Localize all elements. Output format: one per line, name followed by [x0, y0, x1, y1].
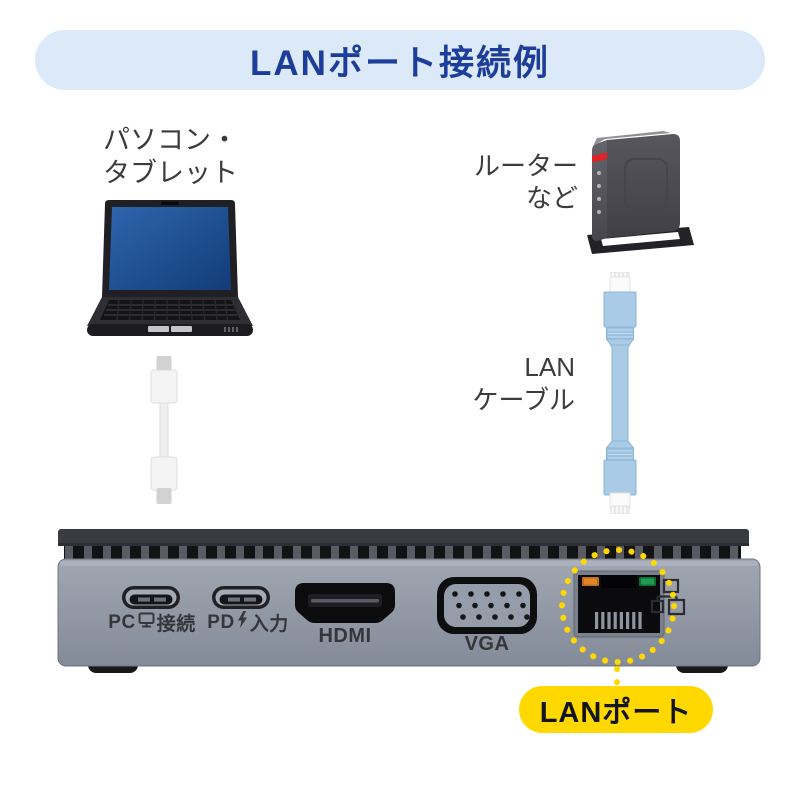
- laptop-illustration: [87, 200, 253, 336]
- router-side-face: [607, 134, 680, 238]
- laptop-label-line1: パソコン・: [103, 125, 238, 155]
- laptop-label-line2: タブレット: [103, 158, 238, 188]
- port-label-pc-post: 接続: [156, 614, 196, 635]
- trackpad-button-right: [171, 326, 192, 332]
- keyboard-rows: [104, 304, 237, 316]
- laptop-side-ports: [224, 327, 238, 332]
- lan-port-callout-label: LANポート: [519, 686, 713, 733]
- usb-c-port-pc: [122, 586, 180, 609]
- hdmi-port: [295, 583, 395, 623]
- usb-c-port-pd: [212, 586, 270, 609]
- lan-cable-label-line1: LAN: [524, 352, 575, 382]
- usb-cable-cord: [159, 402, 169, 460]
- monitor-icon: [138, 612, 155, 634]
- router-red-stripe: [592, 152, 607, 163]
- dock-lid-edge: [58, 543, 749, 546]
- router-panel-outline: [624, 158, 668, 210]
- usb-plug-body-top: [150, 369, 178, 404]
- router-illustration: [587, 131, 694, 254]
- keyboard-columns: [116, 299, 229, 321]
- port-label-pc-pre: PC: [108, 611, 136, 633]
- dock-body-highlight: [60, 561, 758, 566]
- laptop-camera-notch: [161, 201, 179, 205]
- router-front-face: [592, 140, 607, 241]
- laptop-label: パソコン・ タブレット: [103, 124, 238, 190]
- vga-pin-holes: [452, 591, 530, 620]
- trackpad-button-left: [148, 326, 169, 332]
- lan-cable-cord: [611, 344, 629, 442]
- router-led-lights: [597, 171, 601, 214]
- router-label-line2: など: [525, 183, 578, 213]
- laptop-base-lip: [87, 324, 253, 336]
- lan-port: [573, 570, 665, 638]
- vga-port: [437, 577, 537, 634]
- lan-cable-label-line2: ケーブル: [472, 385, 575, 415]
- router-top-bevel: [593, 131, 671, 146]
- usb-c-cable-illustration: [150, 356, 178, 504]
- dock-top-lid: [58, 529, 749, 546]
- port-label-vga: VGA: [464, 633, 510, 655]
- laptop-screen: [109, 207, 231, 290]
- port-label-pd-post: 入力: [249, 614, 289, 635]
- title-banner: LANポート接続例: [35, 30, 765, 90]
- port-label-pd-pre: PD: [207, 611, 235, 633]
- lan-plug-top: [603, 272, 637, 348]
- port-label-hdmi: HDMI: [318, 625, 372, 647]
- lan-cable-illustration: [603, 272, 637, 514]
- usb-plug-body-bottom: [150, 456, 178, 491]
- lan-port-callout-text: LANポート: [539, 696, 693, 729]
- router-label-line1: ルーター: [473, 151, 578, 181]
- lightning-icon: [237, 611, 248, 634]
- page-title: LANポート接続例: [250, 43, 550, 83]
- lan-cable-label: LAN ケーブル: [445, 351, 575, 417]
- port-label-pc: PC 接続: [98, 609, 206, 636]
- dock-vent-slots: [64, 546, 741, 559]
- usb-plug-tip-top: [156, 356, 172, 372]
- docking-station-illustration: [57, 529, 761, 673]
- lan-plug-bottom: [603, 440, 637, 514]
- port-label-pd: PD 入力: [200, 609, 296, 636]
- router-label: ルーター など: [440, 150, 578, 214]
- usb-plug-tip-bottom: [156, 488, 172, 504]
